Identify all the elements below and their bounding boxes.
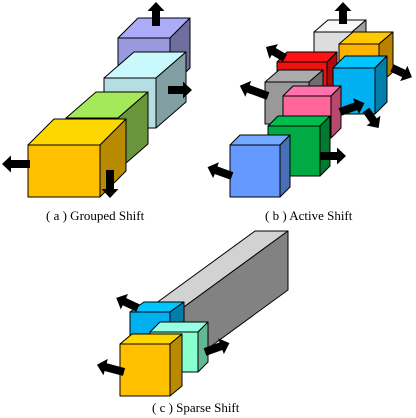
cube-a-yellow: [27, 118, 127, 198]
arrow-a-up: [147, 2, 165, 26]
arrow-b-right-orange: [390, 64, 412, 82]
arrow-a-down: [101, 170, 119, 198]
cube-b-green-side-face: [319, 115, 331, 177]
arrow-b-diag-pink: [338, 98, 365, 116]
cube-a-yellow-front-face: [27, 144, 101, 198]
arrow-b-right-green: [320, 147, 346, 165]
cube-c-yellow-front-face: [119, 343, 171, 397]
arrow-b-left-blue: [207, 162, 234, 180]
cube-b-blue: [229, 134, 291, 198]
arrow-a-right: [168, 81, 192, 99]
cube-b-blue-side-face: [279, 134, 291, 198]
arrow-b-down-cyan: [362, 107, 381, 129]
arrow-c-left: [96, 358, 126, 376]
cube-c-yellow: [119, 333, 183, 397]
arrow-a-left: [2, 155, 30, 173]
arrow-b-left-gray: [239, 80, 270, 100]
arrow-b-up: [334, 2, 352, 24]
caption-grouped-shift: ( a ) Grouped Shift: [46, 208, 145, 223]
caption-sparse-shift: ( c ) Sparse Shift: [152, 400, 240, 415]
cube-b-blue-front-face: [229, 144, 281, 198]
cube-b-cyan: [332, 55, 388, 115]
cube-b-green-top-face: [267, 115, 331, 127]
caption-active-shift: ( b ) Active Shift: [265, 208, 353, 223]
arrow-c-right: [203, 338, 230, 356]
arrow-b-upleft: [265, 44, 287, 62]
cube-c-yellow-side-face: [169, 333, 183, 397]
arrow-c-upleft: [116, 293, 140, 312]
cube-b-pink-side-face: [330, 85, 342, 139]
cube-b-green: [267, 115, 331, 177]
